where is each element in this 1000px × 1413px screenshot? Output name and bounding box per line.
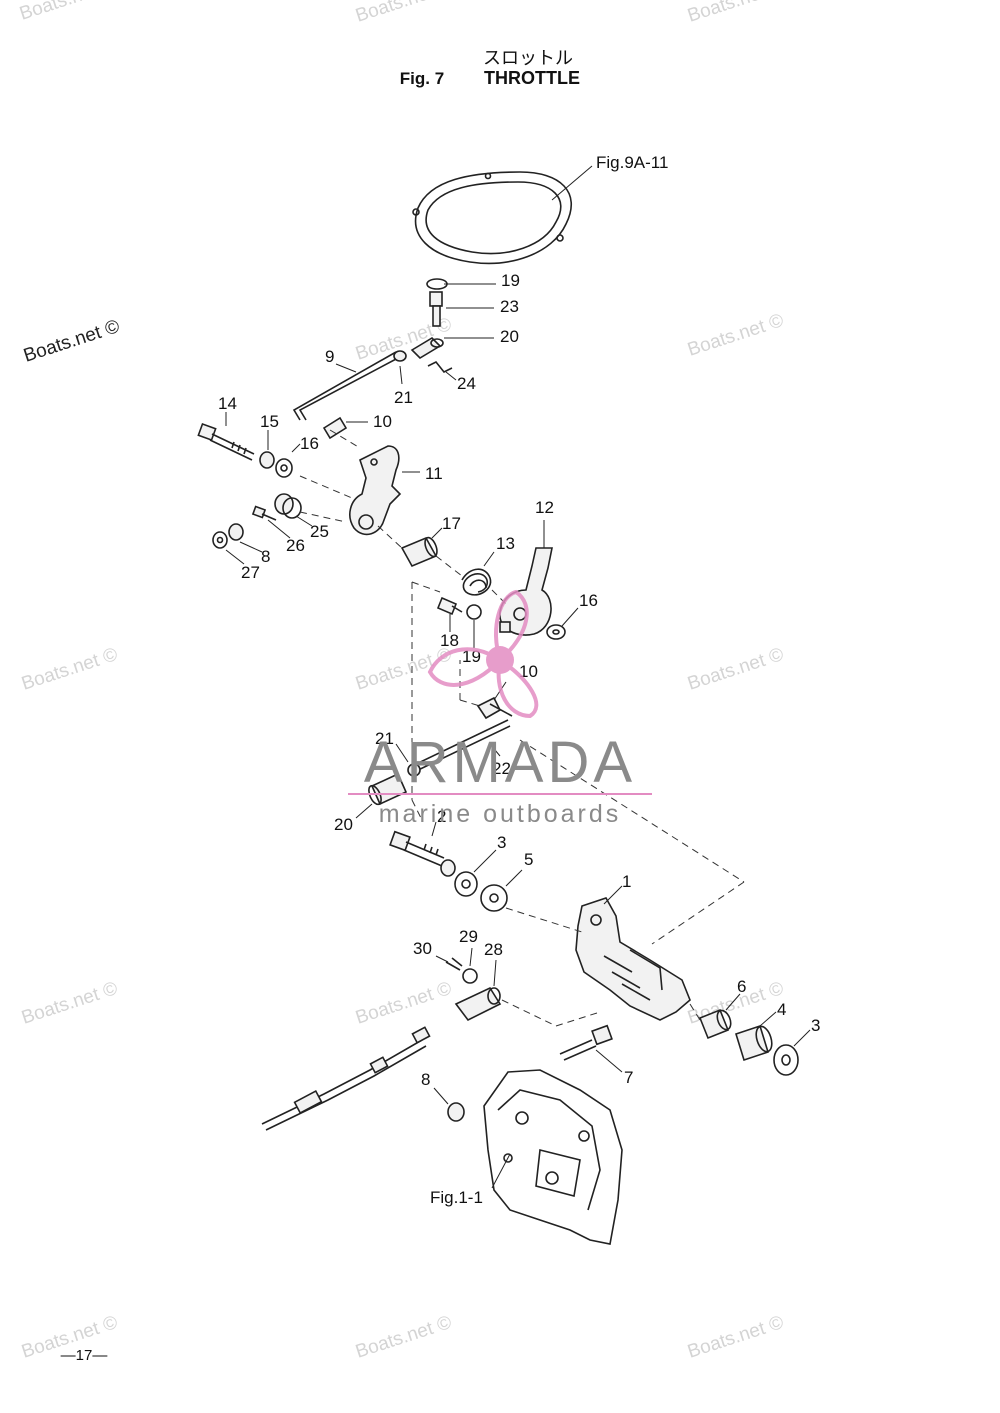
brand-tagline: marine outboards (379, 800, 622, 828)
figure-number: Fig. 7 (400, 69, 444, 88)
title-english: THROTTLE (484, 68, 580, 88)
watermark-text: Boats.net © (353, 644, 454, 695)
callout: 22 (492, 759, 511, 778)
bolt-2-part (389, 821, 523, 912)
callout: 10 (519, 662, 538, 681)
pin-18-part (436, 596, 482, 648)
gasket-part: Fig.9A-11 (412, 153, 668, 265)
top-linkage-parts (410, 278, 496, 381)
callout: 5 (524, 850, 533, 869)
propeller-logo-icon (427, 589, 539, 719)
callout: 15 (260, 412, 279, 431)
throttle-bracket-part (575, 885, 691, 1021)
callout: 17 (442, 514, 461, 533)
callout: 18 (440, 631, 459, 650)
callout: 10 (373, 412, 392, 431)
callout: 12 (535, 498, 554, 517)
throttle-rod-part (292, 350, 407, 421)
callout: 9 (325, 347, 334, 366)
callout: 20 (500, 327, 519, 346)
watermark-text: Boats.net © (685, 978, 786, 1029)
watermark-text: Boats.net © (685, 1312, 786, 1363)
collar-17-part (400, 527, 443, 568)
callout: 2 (437, 807, 446, 826)
watermark-text: Boats.net © (685, 310, 786, 361)
ref-fig-1-1: Fig.1-1 (430, 1188, 483, 1207)
callout: 13 (496, 534, 515, 553)
page-number: —17— (61, 1347, 108, 1364)
callout: 27 (241, 563, 260, 582)
lever-fastener-parts (212, 493, 313, 565)
bracket-bolt-parts (433, 1024, 623, 1122)
callout: 11 (425, 464, 443, 483)
bolt-14-part (197, 412, 301, 478)
callout: 16 (300, 434, 319, 453)
joint-20-lower-part (355, 772, 408, 819)
callout: 8 (421, 1070, 430, 1089)
callout: 26 (286, 536, 305, 555)
watermark-text: Boats.net © (353, 0, 454, 27)
armada-logo: ARMADA marine outboards (348, 589, 652, 828)
callout: 7 (624, 1068, 633, 1087)
callout: 1 (622, 872, 631, 891)
callout: 24 (457, 374, 476, 393)
return-spring-part (461, 551, 495, 596)
engine-block-part: Fig.1-1 (430, 1069, 623, 1245)
callout: 30 (413, 939, 432, 958)
callout: 6 (737, 977, 746, 996)
clip-part (322, 416, 368, 440)
watermark-text: Boats.net © (21, 316, 122, 367)
callout: 29 (459, 927, 478, 946)
throttle-lever-part (349, 445, 420, 536)
callout: 23 (500, 297, 519, 316)
title-japanese: スロットル (483, 48, 573, 68)
watermark-text: Boats.net © (19, 644, 120, 695)
callout: 8 (261, 547, 270, 566)
callout: 28 (484, 940, 503, 959)
bracket-bushing-parts (698, 993, 811, 1076)
callout: 25 (310, 522, 329, 541)
callout: 19 (501, 271, 520, 290)
brand-name: ARMADA (364, 730, 636, 795)
cable-joint-parts (435, 947, 502, 1022)
callout: 3 (811, 1016, 820, 1035)
watermark-text: Boats.net © (19, 978, 120, 1029)
watermark-text: Boats.net © (685, 644, 786, 695)
callout: 14 (218, 394, 237, 413)
ref-fig-9a-11: Fig.9A-11 (596, 153, 668, 172)
throttle-cable-part (261, 1026, 431, 1131)
callout: 3 (497, 833, 506, 852)
watermark-text: Boats.net © (685, 0, 786, 27)
callout: 21 (394, 388, 413, 407)
watermark-text: Boats.net © (353, 1312, 454, 1363)
lower-rod-parts (395, 681, 513, 777)
callout: 21 (375, 729, 394, 748)
callout: 16 (579, 591, 598, 610)
callout: 4 (777, 1000, 786, 1019)
callout: 20 (334, 815, 353, 834)
callout-labels: 19 23 20 24 9 21 10 14 15 16 11 12 17 13… (218, 271, 820, 1089)
watermark-layer: Boats.net © Boats.net © Boats.net © Boat… (17, 0, 786, 1363)
figure-header: スロットル Fig. 7 THROTTLE (400, 48, 580, 88)
watermark-text: Boats.net © (17, 0, 118, 25)
watermark-text: Boats.net © (353, 978, 454, 1029)
